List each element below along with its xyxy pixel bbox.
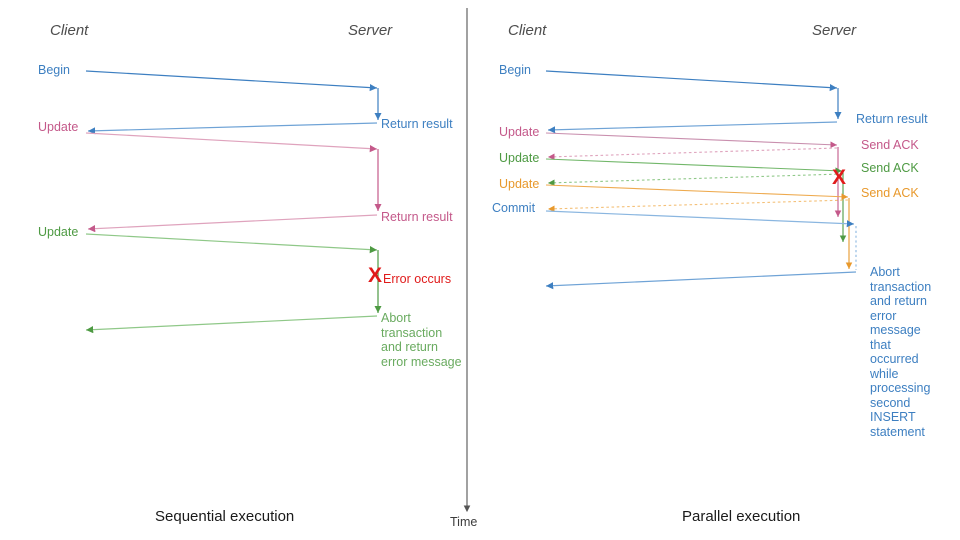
left-message-update-1: Update (38, 120, 79, 134)
arrow-ack-2-r (547, 173, 843, 187)
arrow-return-result-2 (87, 214, 378, 233)
right-actor-client: Client (508, 22, 547, 39)
arrow-ack-1-r (547, 147, 838, 161)
left-actor-server: Server (348, 22, 393, 39)
error-x-icon-right: X (832, 166, 846, 189)
right-message-commit: Commit (492, 201, 536, 215)
left-message-update-2: Update (38, 225, 79, 239)
right-abort-note: Abort transaction and return error messa… (870, 265, 932, 439)
right-panel-caption: Parallel execution (682, 508, 801, 525)
right-message-send-ack-2: Send ACK (861, 161, 919, 175)
right-message-update-2: Update (499, 151, 540, 165)
left-actor-client: Client (50, 22, 89, 39)
right-message-begin: Begin (499, 63, 531, 77)
right-panel-arrows (545, 70, 857, 290)
left-message-return-result-2: Return result (381, 210, 453, 224)
right-actor-server: Server (812, 22, 857, 39)
left-panel-caption: Sequential execution (155, 508, 295, 525)
left-message-begin: Begin (38, 63, 70, 77)
arrow-return-result-r (547, 121, 838, 134)
arrow-update-3-r (545, 184, 849, 201)
arrow-update-1 (85, 132, 378, 153)
right-message-update-3: Update (499, 177, 540, 191)
left-message-return-result-1: Return result (381, 117, 453, 131)
arrow-update-2 (85, 233, 378, 254)
right-message-send-ack-3: Send ACK (861, 186, 919, 200)
right-message-return-result: Return result (856, 112, 928, 126)
arrow-abort-r (545, 271, 857, 290)
right-message-update-1: Update (499, 125, 540, 139)
left-panel-arrows (85, 70, 382, 334)
left-abort-note: Abort transaction and return error messa… (381, 311, 462, 369)
arrow-update-1-r (545, 132, 838, 149)
arrow-ack-3-r (547, 199, 849, 213)
error-x-icon: X (368, 264, 382, 287)
arrow-commit-r (545, 210, 855, 228)
time-axis-label: Time (450, 515, 478, 529)
right-message-send-ack-1: Send ACK (861, 138, 919, 152)
arrow-begin-r (545, 70, 838, 92)
left-error-label: Error occurs (383, 272, 452, 286)
arrow-update-2-r (545, 158, 843, 175)
arrow-return-result-1 (87, 122, 378, 135)
arrow-begin (85, 70, 378, 92)
arrow-abort-1 (85, 315, 378, 334)
